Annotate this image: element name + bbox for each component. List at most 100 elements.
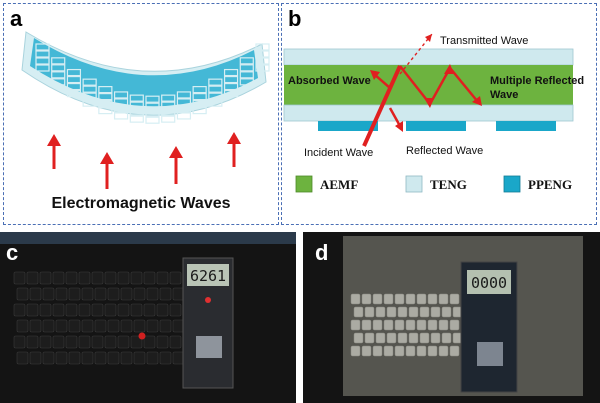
key: [146, 351, 159, 365]
key: [375, 332, 386, 344]
panel-a: a Electromagnetic Waves: [3, 3, 279, 225]
legend-item-aemf: AEMF: [295, 175, 358, 193]
key: [427, 293, 438, 305]
key: [113, 91, 129, 99]
key: [39, 335, 52, 349]
key: [146, 319, 159, 333]
key: [383, 345, 394, 357]
key: [26, 335, 39, 349]
key: [29, 287, 42, 301]
key: [208, 92, 223, 100]
key: [255, 50, 270, 58]
key: [133, 287, 146, 301]
legend-item-teng: TENG: [405, 175, 467, 193]
key: [408, 306, 419, 318]
key: [438, 319, 449, 331]
key: [29, 351, 42, 365]
key: [353, 332, 364, 344]
key: [16, 287, 29, 301]
key: [383, 319, 394, 331]
emf-meter: [182, 257, 234, 389]
key: [405, 319, 416, 331]
key: [117, 271, 130, 285]
key: [55, 319, 68, 333]
key: [94, 287, 107, 301]
key: [239, 57, 254, 65]
key: [66, 75, 82, 84]
key: [130, 335, 143, 349]
key: [133, 319, 146, 333]
key: [169, 335, 182, 349]
key: [117, 303, 130, 317]
key: [133, 351, 146, 365]
key: [156, 271, 169, 285]
key: [26, 271, 39, 285]
incident-wave-label: Incident Wave: [304, 147, 373, 159]
legend-item-ppeng: PPENG: [503, 175, 572, 193]
key: [419, 332, 430, 344]
key: [42, 351, 55, 365]
key: [372, 319, 383, 331]
key: [350, 293, 361, 305]
key: [239, 78, 254, 86]
key: [449, 293, 460, 305]
key: [35, 50, 50, 58]
key: [176, 105, 192, 113]
key: [405, 293, 416, 305]
wave-arrow: [100, 152, 114, 189]
key: [145, 95, 160, 103]
key: [361, 293, 372, 305]
key: [430, 306, 441, 318]
key: [107, 351, 120, 365]
meter-display: [467, 270, 511, 294]
key: [39, 271, 52, 285]
transmitted-wave-arrow: [399, 33, 433, 75]
key: [68, 287, 81, 301]
legend-label: TENG: [430, 177, 467, 192]
key: [66, 89, 82, 98]
panel-c-photo: 6261 c: [0, 232, 296, 403]
key: [107, 319, 120, 333]
key: [239, 71, 254, 79]
key: [223, 68, 239, 77]
meter-reading: 6261: [190, 267, 226, 285]
teng-layer-bottom: [283, 104, 574, 122]
incident-wave-arrow: [362, 65, 402, 147]
teng-layer-top: [283, 48, 574, 66]
key: [441, 306, 452, 318]
key: [82, 78, 97, 86]
key: [169, 271, 182, 285]
key: [55, 287, 68, 301]
legend: AEMF TENG PPENG: [295, 175, 572, 193]
key: [375, 306, 386, 318]
key: [13, 335, 26, 349]
panel-a-label: a: [10, 6, 23, 31]
key: [52, 303, 65, 317]
key: [13, 271, 26, 285]
key: [159, 319, 172, 333]
key: [405, 345, 416, 357]
key: [130, 271, 143, 285]
flexible-keyboard-keys: [30, 38, 258, 107]
key: [372, 293, 383, 305]
panel-c-label: c: [6, 240, 19, 265]
ppeng-electrode: [406, 121, 466, 131]
key: [78, 335, 91, 349]
key: [350, 345, 361, 357]
key: [394, 293, 405, 305]
key: [94, 319, 107, 333]
laptop-keyboard: [13, 271, 185, 365]
key: [129, 108, 144, 116]
key: [51, 71, 66, 79]
key: [372, 345, 383, 357]
key: [81, 287, 94, 301]
key: [156, 303, 169, 317]
key: [42, 319, 55, 333]
key: [82, 85, 97, 93]
key: [146, 287, 159, 301]
key: [438, 293, 449, 305]
key: [223, 89, 239, 98]
key: [176, 112, 192, 120]
wave-arrow: [227, 132, 241, 167]
key: [129, 101, 144, 109]
